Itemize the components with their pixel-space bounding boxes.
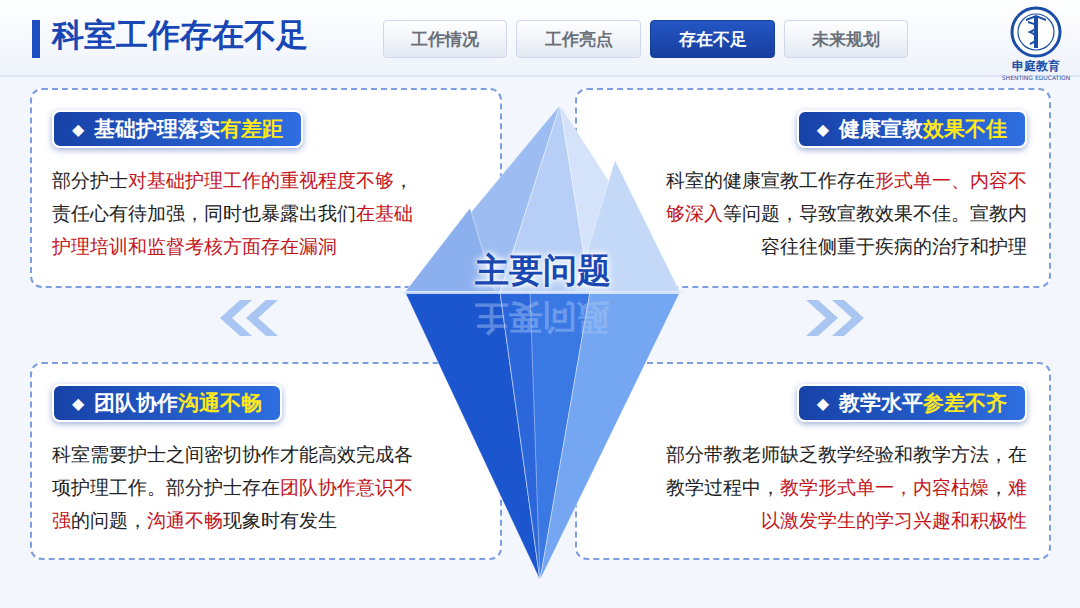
title-reflection: 主要问题 [440,294,645,340]
logo-emblem [1012,8,1060,56]
heading-pill: ◆ 健康宣教效果不佳 [797,110,1027,148]
panel-body: 科室需要护士之间密切协作才能高效完成各项护理工作。部分护士存在团队协作意识不强的… [52,438,424,537]
chevron-left [220,300,278,336]
tab-label: 工作情况 [411,28,479,51]
iceberg: 主要问题 [400,98,685,583]
center-title: 主要问题 [400,248,685,294]
body-text: ， [989,476,1008,498]
nav-tab: 工作亮点 [516,20,641,58]
heading-highlight: 参差不齐 [923,389,1007,417]
body-text: 等问题，导致宣教效果不佳。宣教内容往往侧重于疾病的治疗和护理 [723,202,1027,257]
tab-label: 未来规划 [812,28,880,51]
heading-highlight: 效果不佳 [923,115,1007,143]
chevron-right [806,300,864,336]
panel-body: 部分护士对基础护理工作的重视程度不够，责任心有待加强，同时也暴露出我们在基础护理… [52,164,424,263]
diamond-bullet: ◆ [72,120,84,139]
diamond-bullet: ◆ [72,394,84,413]
nav-tab: 工作情况 [383,20,507,58]
issue-panel: 科室需要护士之间密切协作才能高效完成各项护理工作。部分护士存在团队协作意识不强的… [30,362,502,560]
heading-text: 基础护理落实 [94,115,220,143]
heading-text: 教学水平 [839,389,923,417]
panel-body: 部分带教老师缺乏教学经验和教学方法，在教学过程中，教学形式单一，内容枯燥，难以激… [655,438,1027,537]
highlight-text: 对基础护理工作的重视程度不够 [128,169,394,191]
heading-highlight: 沟通不畅 [178,389,262,417]
logo-subtitle: SHENTING EDUCATION [996,74,1076,81]
highlight-text: 教学形式单一，内容枯燥 [780,476,989,498]
nav-tab: 存在不足 [650,20,775,58]
body-text: 的问题， [71,509,147,531]
tab-label: 工作亮点 [545,28,613,51]
logo-name: 申庭教育 [1006,58,1066,75]
tab-label: 存在不足 [679,28,747,51]
body-text: 现象时有发生 [223,509,337,531]
panel-body: 科室的健康宣教工作存在形式单一、内容不够深入等问题，导致宣教效果不佳。宣教内容往… [655,164,1027,263]
issue-panel: 部分带教老师缺乏教学经验和教学方法，在教学过程中，教学形式单一，内容枯燥，难以激… [575,362,1051,560]
slide-title: 科室工作存在不足 [52,14,308,58]
title-bar [32,20,40,58]
heading-pill: ◆ 团队协作沟通不畅 [52,384,282,422]
highlight-text: 沟通不畅 [147,509,223,531]
heading-pill: ◆ 基础护理落实有差距 [52,110,303,148]
heading-highlight: 有差距 [220,115,283,143]
nav-tab: 未来规划 [784,20,908,58]
body-text: 部分护士 [52,169,128,191]
heading-text: 团队协作 [94,389,178,417]
body-text: 科室的健康宣教工作存在 [666,169,875,191]
diamond-bullet: ◆ [817,120,829,139]
heading-text: 健康宣教 [839,115,923,143]
diamond-bullet: ◆ [817,394,829,413]
heading-pill: ◆ 教学水平参差不齐 [797,384,1027,422]
iceberg-shape [400,98,685,583]
water-line [400,291,685,294]
